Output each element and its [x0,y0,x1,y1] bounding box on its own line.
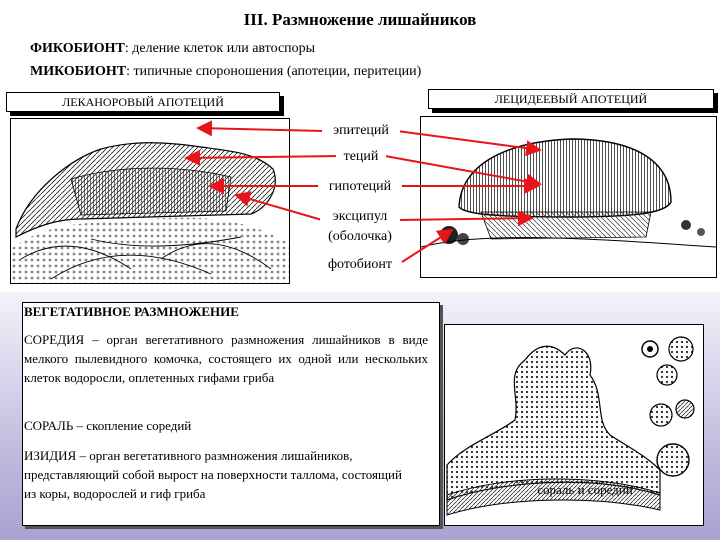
soralium-illustration [446,336,695,516]
soralium-caption: сораль и соредии [537,482,633,497]
phycobiont-label: ФИКОБИОНТ [30,41,125,56]
lecideic-apothecium-illustration [420,138,717,248]
lecanoric-apothecium-label: ЛЕКАНОРОВЫЙ АПОТЕЦИЙ [6,92,280,112]
vegetative-title: ВЕГЕТАТИВНОЕ РАЗМНОЖЕНИЕ [24,304,239,319]
phycobiont-line: ФИКОБИОНТ: деление клеток или автоспоры [30,41,315,57]
soralium-drawing [444,324,704,526]
isidia-definition: ИЗИДИЯ – орган вегетативного размножения… [24,448,402,501]
lecideic-apothecium-label: ЛЕЦИДЕЕВЫЙ АПОТЕЦИЙ [428,89,714,109]
phycobiont-text: : деление клеток или автоспоры [124,41,316,56]
term-thecium: теций [336,148,386,165]
mycobiont-label: МИКОБИОНТ [30,64,127,79]
soralium-definition: СОРАЛЬ – скопление соредий [24,418,192,433]
vegetative-panel [22,302,440,526]
soredia-definition: СОРЕДИЯ – орган вегетативного размножени… [24,332,428,385]
lecideic-apothecium-drawing [420,116,717,278]
pointer-arrows [184,120,542,263]
slide-title: III. Размножение лишайников [243,10,477,29]
term-photobiont: фотобионт [320,256,400,273]
mycobiont-text: : типичные спороношения (апотеции, перит… [126,64,422,79]
mycobiont-line: МИКОБИОНТ: типичные спороношения (апотец… [30,64,421,80]
term-excipulum: эксципул [320,208,400,225]
term-hypothecium: гипотеций [318,178,402,195]
term-epithecium: эпитеций [322,122,400,139]
soredium-icon [641,340,659,358]
lecanoric-apothecium-illustration [11,142,289,283]
term-excipulum-note: (оболочка) [320,228,400,245]
